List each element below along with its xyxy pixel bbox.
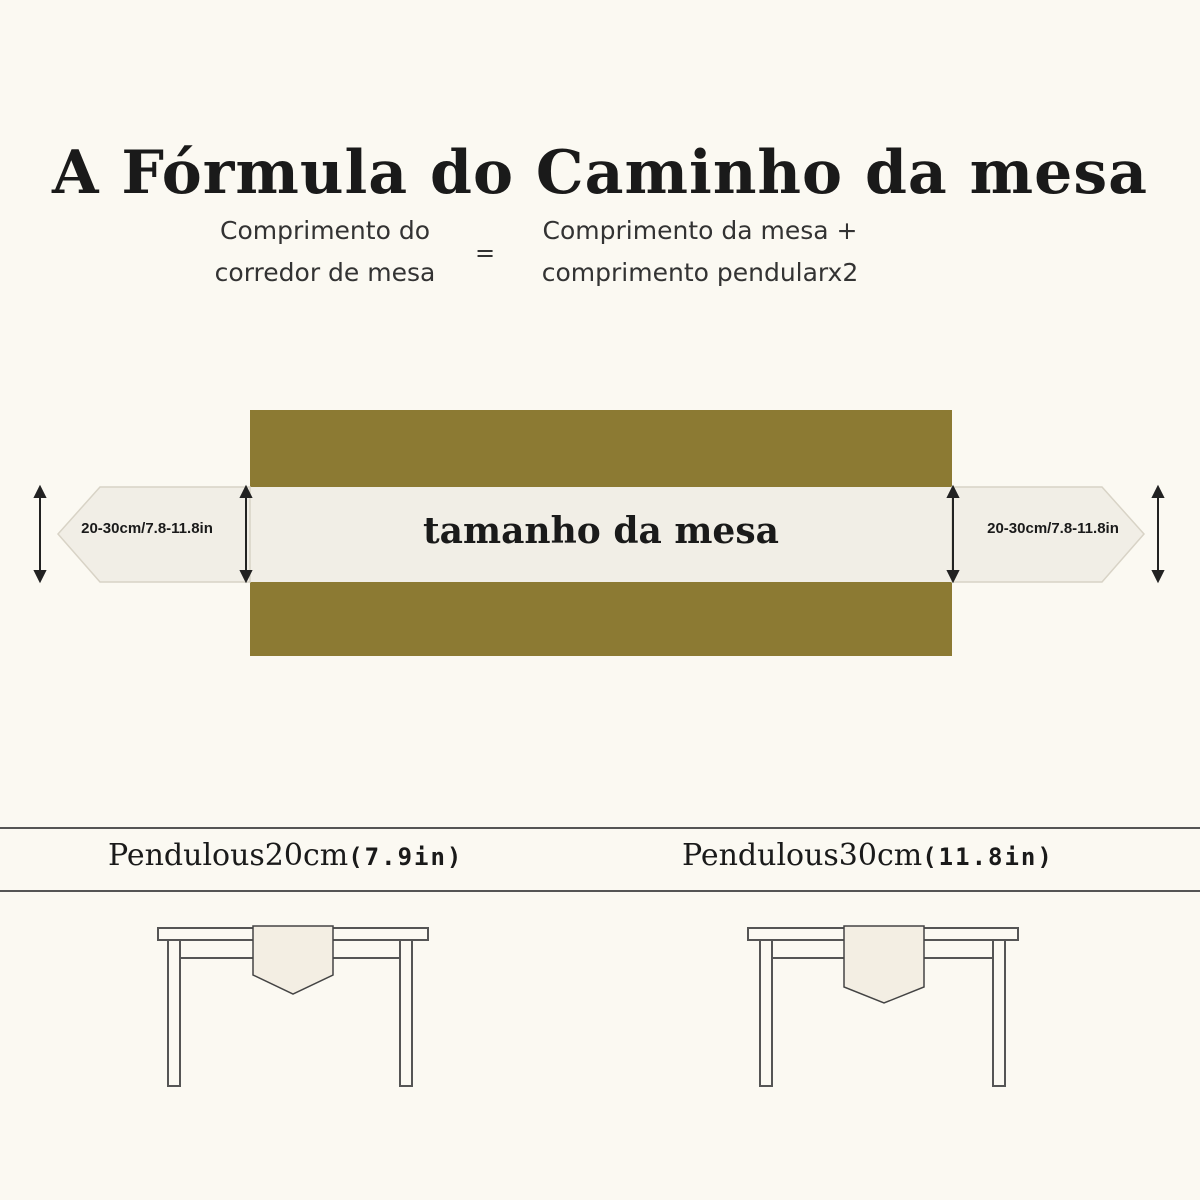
arrow-right-inner xyxy=(946,484,960,584)
formula-right-line1: Comprimento da mesa + xyxy=(542,216,858,245)
caption-unit: (7.9in) xyxy=(348,843,464,871)
caption-pendulous-20cm: Pendulous20cm(7.9in) xyxy=(108,838,463,873)
table-side-view-20cm xyxy=(157,925,429,1087)
runner-center xyxy=(250,487,952,582)
runner-left-tip xyxy=(56,486,251,583)
dimension-label-left: 20-30cm/7.8-11.8in xyxy=(81,520,213,537)
arrow-left-inner xyxy=(239,484,253,584)
runner-drop-20cm xyxy=(252,925,334,995)
formula-left-line1: Comprimento do xyxy=(220,216,430,245)
formula-table-plus-drop: Comprimento da mesa + comprimento pendul… xyxy=(510,210,890,294)
caption-main: Pendulous20cm xyxy=(108,838,349,873)
caption-unit: (11.8in) xyxy=(922,843,1054,871)
formula-right-line2: comprimento pendularx2 xyxy=(541,258,859,287)
page-title: A Fórmula do Caminho da mesa xyxy=(51,138,1149,208)
dimension-label-right: 20-30cm/7.8-11.8in xyxy=(987,520,1119,537)
arrow-right-outer xyxy=(1151,484,1165,584)
formula-runner-length: Comprimento do corredor de mesa xyxy=(190,210,460,294)
formula-left-line2: corredor de mesa xyxy=(214,258,436,287)
table-side-view-30cm xyxy=(747,925,1019,1087)
formula-equals-sign: = xyxy=(474,239,496,267)
caption-pendulous-30cm: Pendulous30cm(11.8in) xyxy=(682,838,1054,873)
arrow-left-outer xyxy=(33,484,47,584)
table-size-label: tamanho da mesa xyxy=(423,510,779,552)
runner-drop-30cm xyxy=(843,925,925,1004)
caption-main: Pendulous30cm xyxy=(682,838,923,873)
